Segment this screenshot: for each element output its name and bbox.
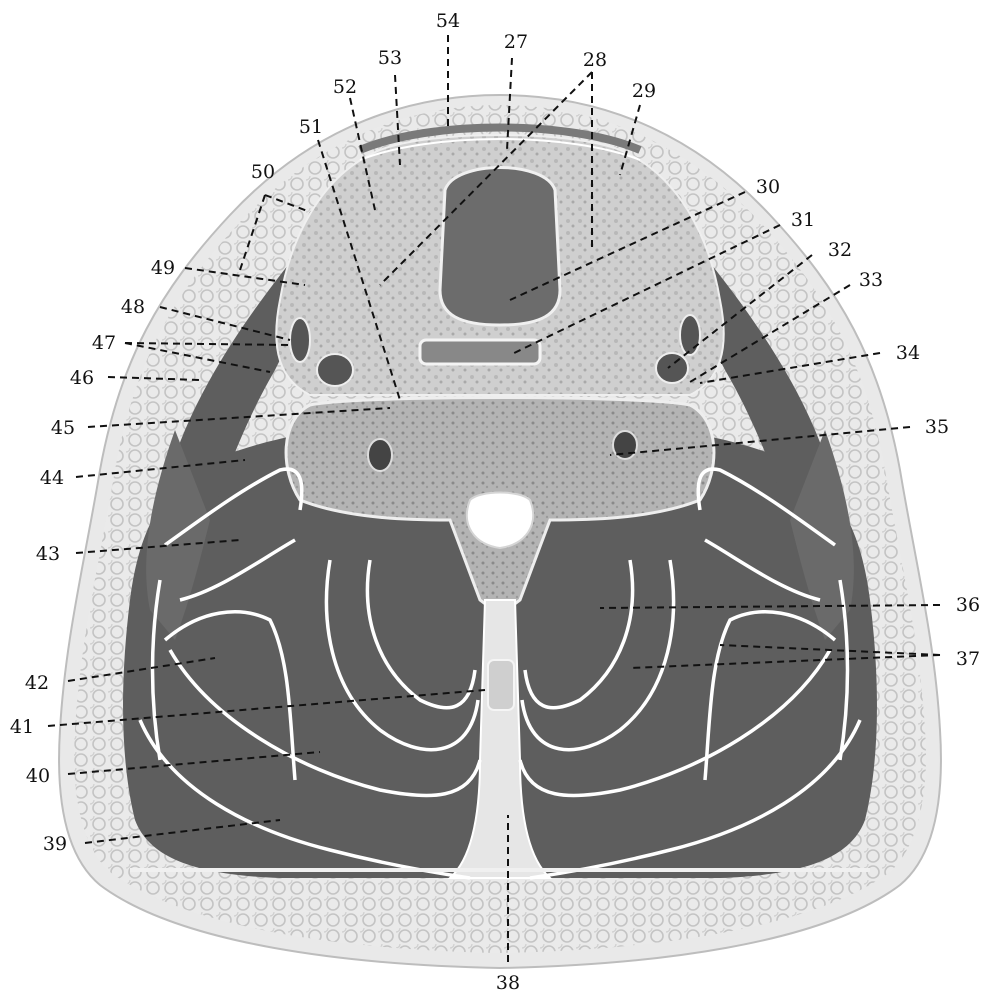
label-53: 53: [378, 47, 402, 69]
label-34: 34: [896, 342, 920, 364]
label-54: 54: [436, 10, 460, 32]
label-29: 29: [632, 80, 656, 102]
label-37: 37: [956, 648, 980, 670]
label-32: 32: [828, 239, 852, 261]
label-28: 28: [583, 49, 607, 71]
label-36: 36: [956, 594, 980, 616]
label-31: 31: [791, 209, 815, 231]
label-30: 30: [756, 176, 780, 198]
label-52: 52: [333, 76, 357, 98]
label-45: 45: [51, 417, 75, 439]
label-39: 39: [43, 833, 67, 855]
label-44: 44: [40, 467, 64, 489]
label-48: 48: [121, 296, 145, 318]
label-49: 49: [151, 257, 175, 279]
label-51: 51: [299, 116, 323, 138]
label-38: 38: [496, 972, 520, 994]
label-41: 41: [10, 716, 34, 738]
label-50: 50: [251, 161, 275, 183]
label-46: 46: [70, 367, 94, 389]
label-35: 35: [925, 416, 949, 438]
label-40: 40: [26, 765, 50, 787]
label-27: 27: [504, 31, 528, 53]
label-42: 42: [25, 672, 49, 694]
label-33: 33: [859, 269, 883, 291]
label-47: 47: [92, 332, 116, 354]
label-43: 43: [36, 543, 60, 565]
